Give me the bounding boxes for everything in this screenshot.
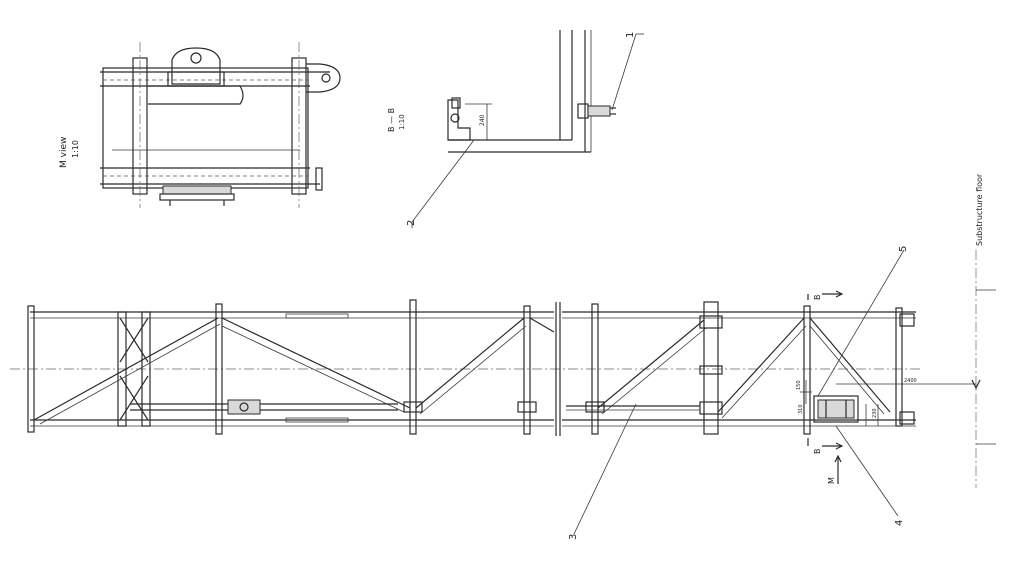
section-marker-top bbox=[807, 290, 844, 300]
section-mark-b-top: B bbox=[813, 295, 822, 301]
substructure-floor-label: Substructure floor bbox=[975, 173, 984, 246]
bb-section-drawing: B — B 1:10 240 bbox=[387, 30, 616, 153]
m-view-title: M view bbox=[59, 137, 69, 168]
callout-leaders bbox=[411, 33, 905, 535]
section-mark-b-bottom: B bbox=[813, 449, 822, 455]
bb-height-dimension: 240 bbox=[479, 114, 486, 126]
section-marker-bottom bbox=[807, 438, 844, 484]
callout-3: 3 bbox=[568, 534, 579, 540]
dimension-310: 310 bbox=[798, 404, 804, 414]
bb-title: B — B bbox=[387, 108, 396, 132]
substructure-floor-line bbox=[971, 250, 996, 488]
callout-1: 1 bbox=[625, 32, 636, 38]
dimension-230: 230 bbox=[872, 408, 878, 418]
bb-scale: 1:10 bbox=[398, 114, 406, 130]
m-view-scale: 1:10 bbox=[71, 140, 80, 158]
m-view-drawing: M view 1:10 bbox=[59, 42, 341, 208]
callout-4: 4 bbox=[894, 520, 905, 526]
dimension-2400: 2400 bbox=[904, 378, 917, 384]
view-arrow-m: M bbox=[827, 477, 836, 484]
truss-drawing bbox=[10, 299, 976, 436]
dimension-150: 150 bbox=[796, 380, 802, 390]
callout-2: 2 bbox=[406, 220, 417, 226]
callout-5: 5 bbox=[898, 246, 909, 252]
